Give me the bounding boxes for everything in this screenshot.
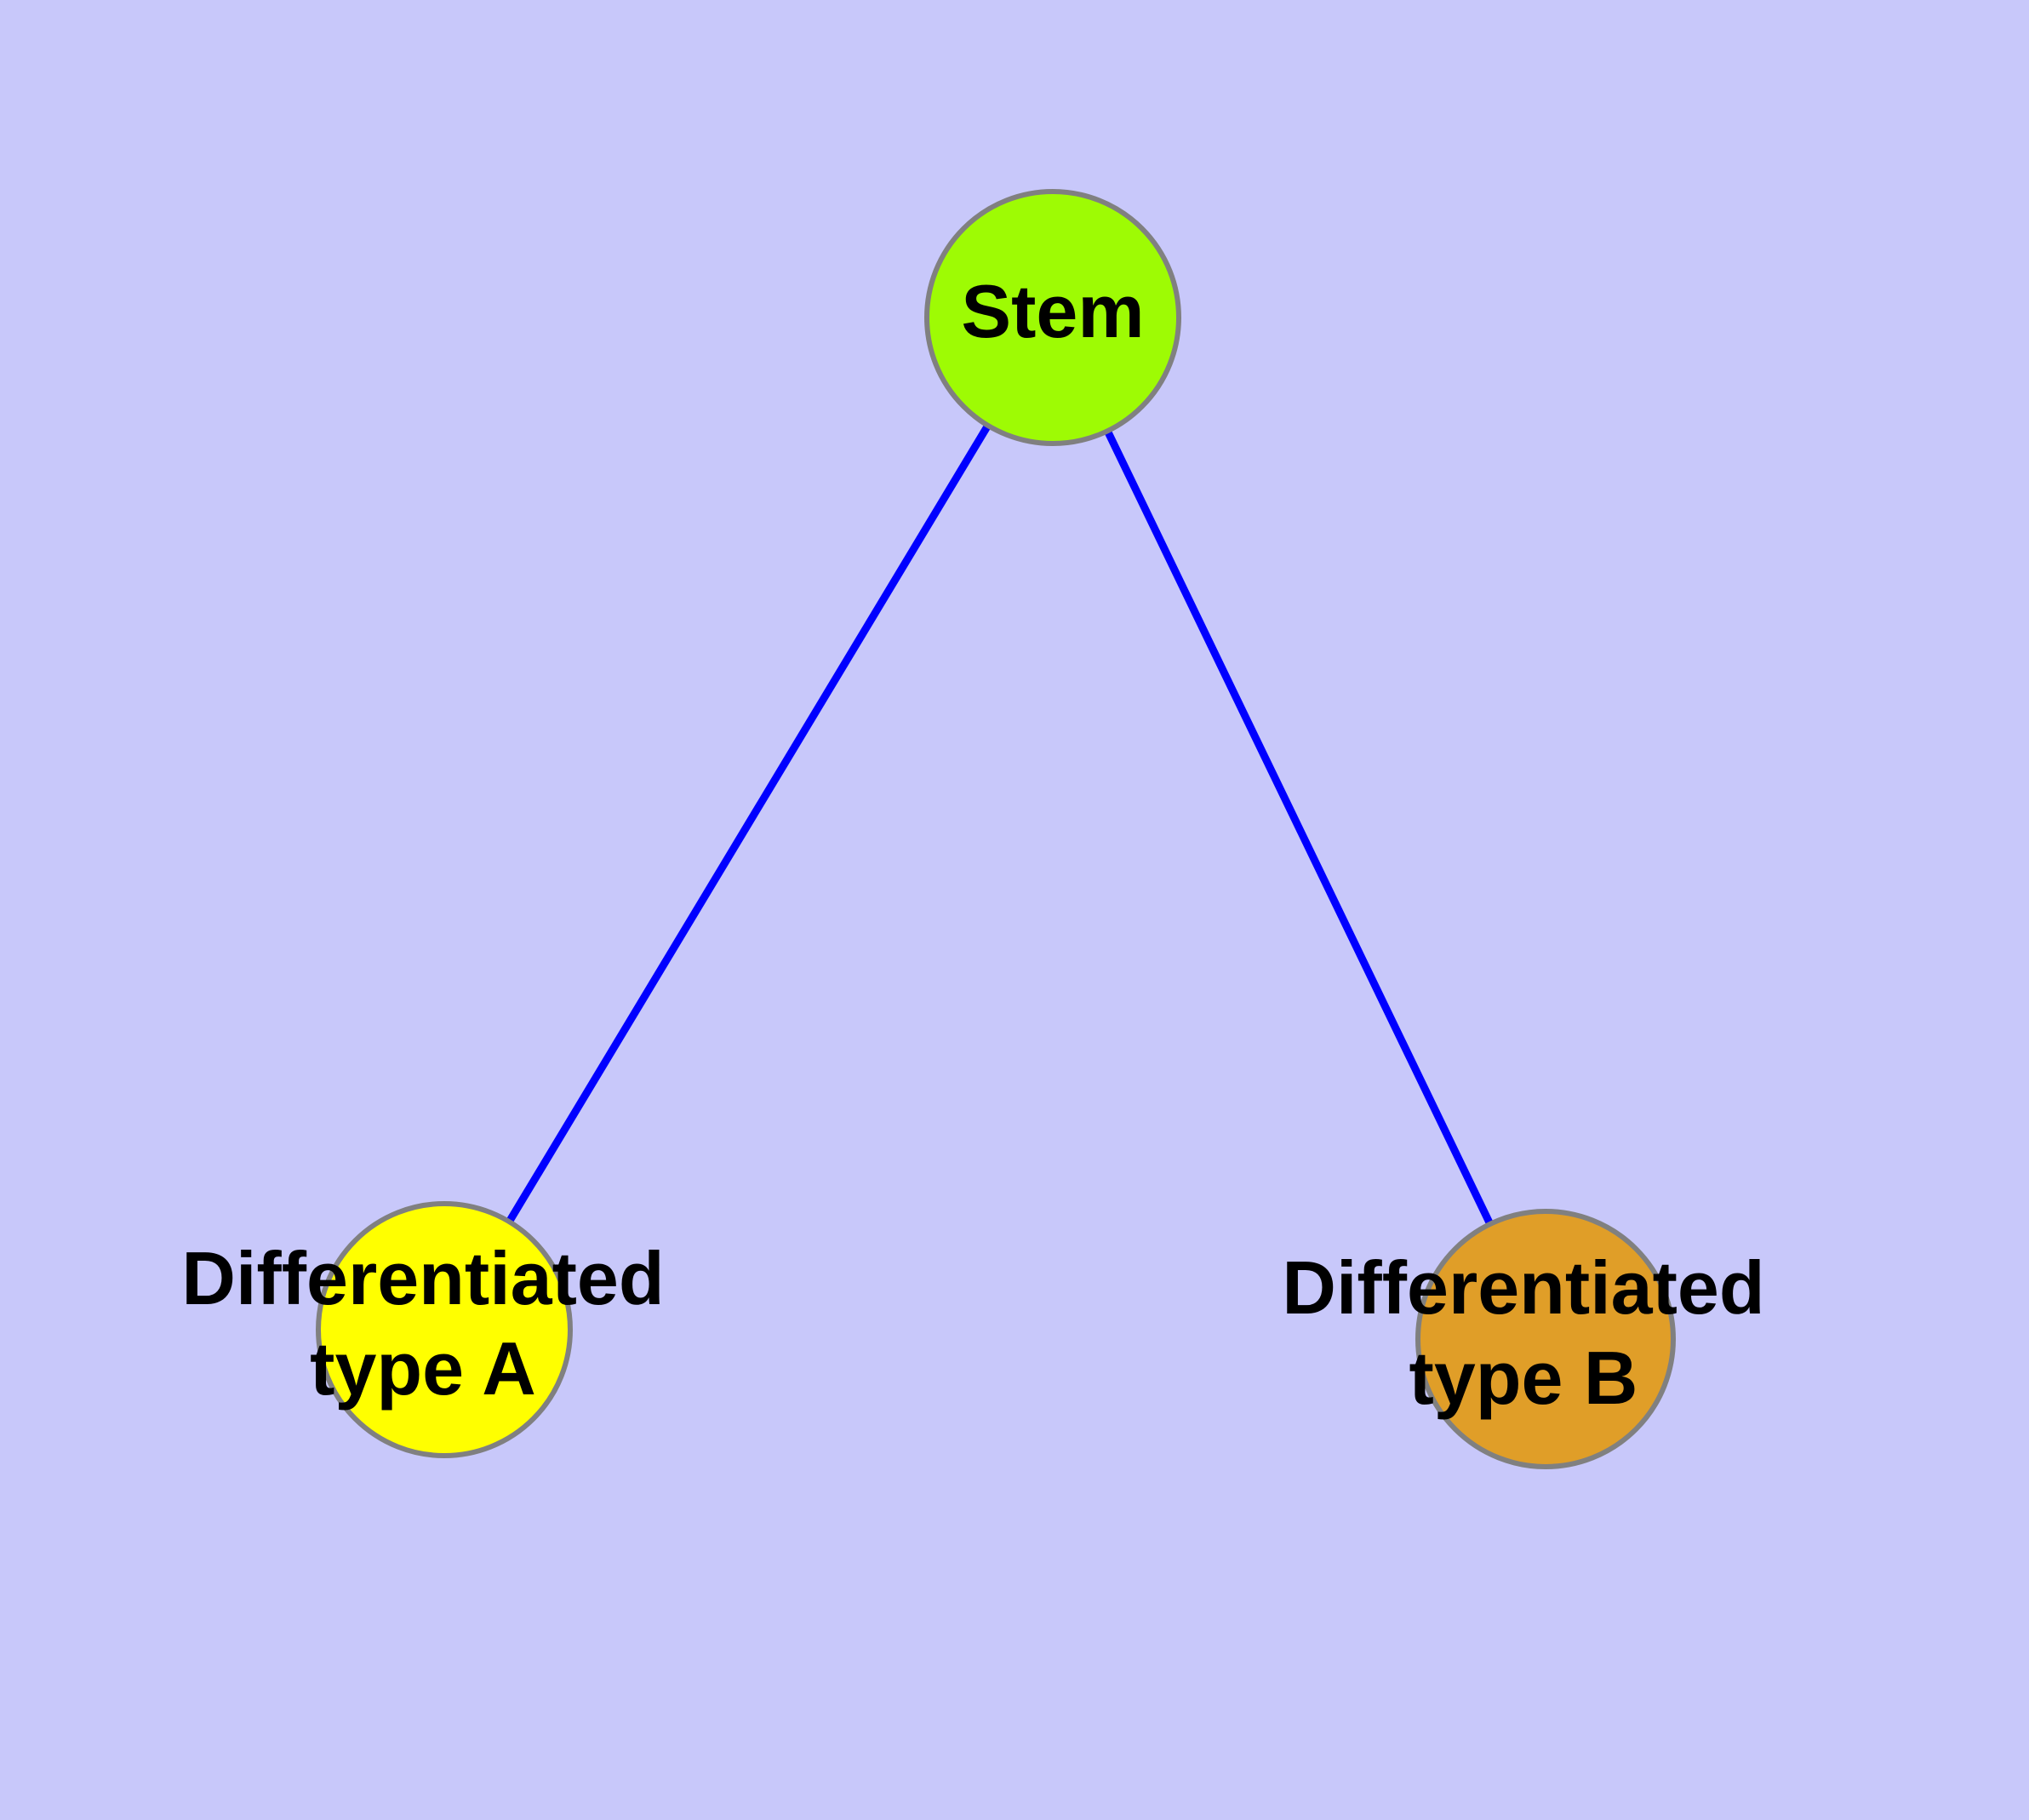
graph-node-label-line: Stem bbox=[961, 269, 1144, 353]
graph-node-stem[interactable] bbox=[924, 189, 1181, 446]
graph-edge-stem-to-a bbox=[441, 315, 1056, 1332]
graph-node-diff-type-a[interactable] bbox=[316, 1201, 573, 1458]
edges-layer bbox=[441, 315, 1550, 1341]
graph-node-label-line: Differentiated bbox=[181, 1236, 664, 1320]
graph-node-label-stem: Stem bbox=[961, 269, 1144, 353]
graph-node-label-line: type B bbox=[1409, 1336, 1638, 1420]
nodes-layer bbox=[316, 189, 1676, 1469]
graph-node-label-line: type A bbox=[310, 1326, 536, 1411]
graph-node-label-line: Differentiated bbox=[1282, 1245, 1764, 1330]
graph-edge-stem-to-b bbox=[1049, 316, 1550, 1341]
graph-node-diff-type-b[interactable] bbox=[1415, 1209, 1676, 1469]
